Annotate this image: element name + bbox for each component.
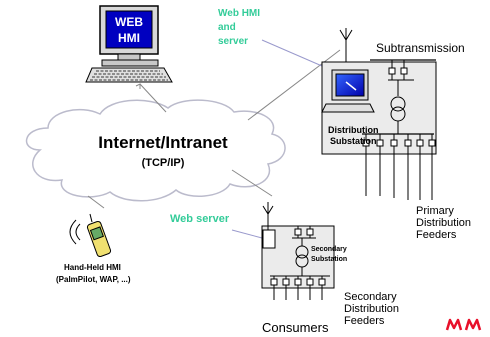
web-hmi-server-line2: and [218,22,236,33]
hmi-screen-line1: WEB [115,15,143,29]
handheld-device: Hand-Held HMI (PalmPilot, WAP, ...) [56,213,131,284]
internet-title: Internet/Intranet [98,133,228,152]
secondary-substation: Secondary Substation [261,202,347,300]
web-hmi-pointer [261,39,323,67]
internet-subtitle: (TCP/IP) [142,157,185,169]
web-hmi-server-line1: Web HMI [218,8,260,19]
primary-feeders-line3: Feeders [416,229,457,241]
internet-cloud: Internet/Intranet (TCP/IP) [25,99,286,202]
primary-feeders-line2: Distribution [416,217,471,229]
distribution-substation: Distribution Substation [321,59,437,200]
secondary-feeders-line2: Distribution [344,303,399,315]
web-server-label: Web server [170,213,230,225]
consumers-label: Consumers [262,320,329,335]
handheld-line1: Hand-Held HMI [64,263,121,272]
subtransmission-label: Subtransmission [376,41,465,55]
secondary-feeders-line3: Feeders [344,315,385,327]
distribution-substation-line1: Distribution [328,125,379,135]
secondary-substation-line1: Secondary [311,246,347,253]
distribution-substation-line2: Substation [330,136,377,146]
primary-feeders-line1: Primary [416,205,454,217]
secondary-feeders-line1: Secondary [344,291,397,303]
hmi-screen-line2: HMI [118,31,140,45]
secondary-substation-line2: Substation [311,256,347,263]
logo-mark [445,318,482,331]
handheld-line2: (PalmPilot, WAP, ...) [56,275,131,284]
web-hmi-server-line3: server [218,36,248,47]
web-server-pointer [231,229,263,239]
web-hmi-computer: WEB HMI [85,5,173,83]
antenna-top [339,28,353,62]
